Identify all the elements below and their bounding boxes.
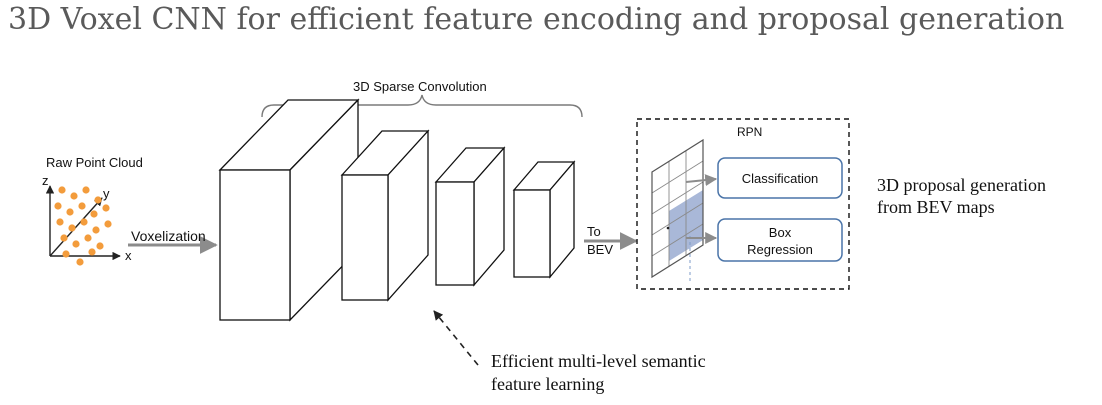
y-axis	[49, 197, 103, 257]
conv-block-4	[512, 160, 576, 279]
to-bev-label-line1: To	[587, 224, 601, 239]
y-axis-label: y	[103, 186, 110, 201]
classification-arrow	[685, 174, 718, 187]
sparse-conv-brace	[261, 94, 583, 118]
to-bev-label-line2: BEV	[587, 242, 613, 257]
proposal-note-line1: 3D proposal generation	[877, 175, 1046, 195]
box-regression-box	[717, 218, 843, 262]
semantic-note-line2: feature learning	[491, 374, 604, 394]
box-regression-label-line2: Regression	[747, 242, 813, 257]
raw-point-cloud: Raw Point Cloud z x y	[42, 155, 143, 266]
x-axis-label: x	[125, 248, 132, 263]
voxelization-label: Voxelization	[131, 228, 206, 244]
slide-title: 3D Voxel CNN for efficient feature encod…	[8, 2, 1065, 37]
proposal-note-line2: from BEV maps	[877, 197, 995, 217]
classification-box	[717, 157, 843, 199]
rpn-label: RPN	[737, 125, 762, 139]
z-axis-label: z	[42, 173, 49, 188]
rpn-box	[636, 118, 850, 290]
classification-label: Classification	[742, 171, 819, 186]
point-cloud-label: Raw Point Cloud	[46, 155, 143, 170]
sparse-conv-label: 3D Sparse Convolution	[353, 79, 487, 94]
semantic-pointer-arrow	[433, 310, 479, 366]
conv-block-3	[434, 146, 506, 287]
conv-block-2	[340, 129, 430, 302]
point-cloud-points	[54, 186, 112, 266]
bev-feature-map	[651, 138, 704, 283]
box-regression-label-line1: Box	[769, 225, 792, 240]
semantic-note-line1: Efficient multi-level semantic	[491, 351, 706, 371]
conv-block-1	[218, 98, 360, 322]
